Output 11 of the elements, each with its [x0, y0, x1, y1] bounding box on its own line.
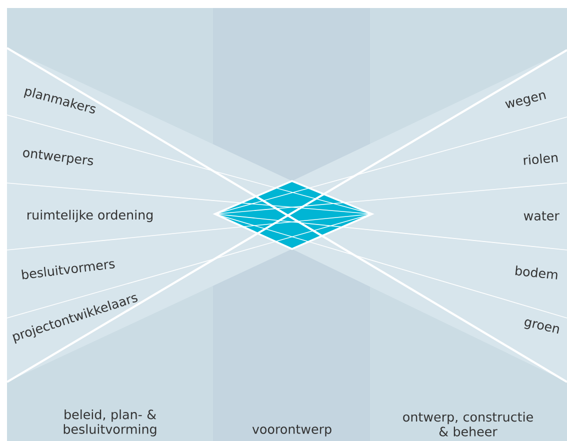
group-label: bodem [515, 266, 558, 280]
group-label: wegen [505, 92, 546, 108]
group-label: besluitvormers [22, 261, 115, 280]
group-label: groen [524, 319, 559, 334]
column-label: ontwerp, constructie & beheer [403, 412, 533, 436]
group-label: riolen [524, 154, 558, 165]
group-label: ruimtelijke ordening [28, 210, 153, 222]
group-label: ontwerpers [23, 150, 94, 166]
column-label: beleid, plan- & besluitvorming [64, 409, 156, 436]
group-label: water [524, 211, 560, 221]
column-label: voorontwerp [252, 424, 332, 436]
